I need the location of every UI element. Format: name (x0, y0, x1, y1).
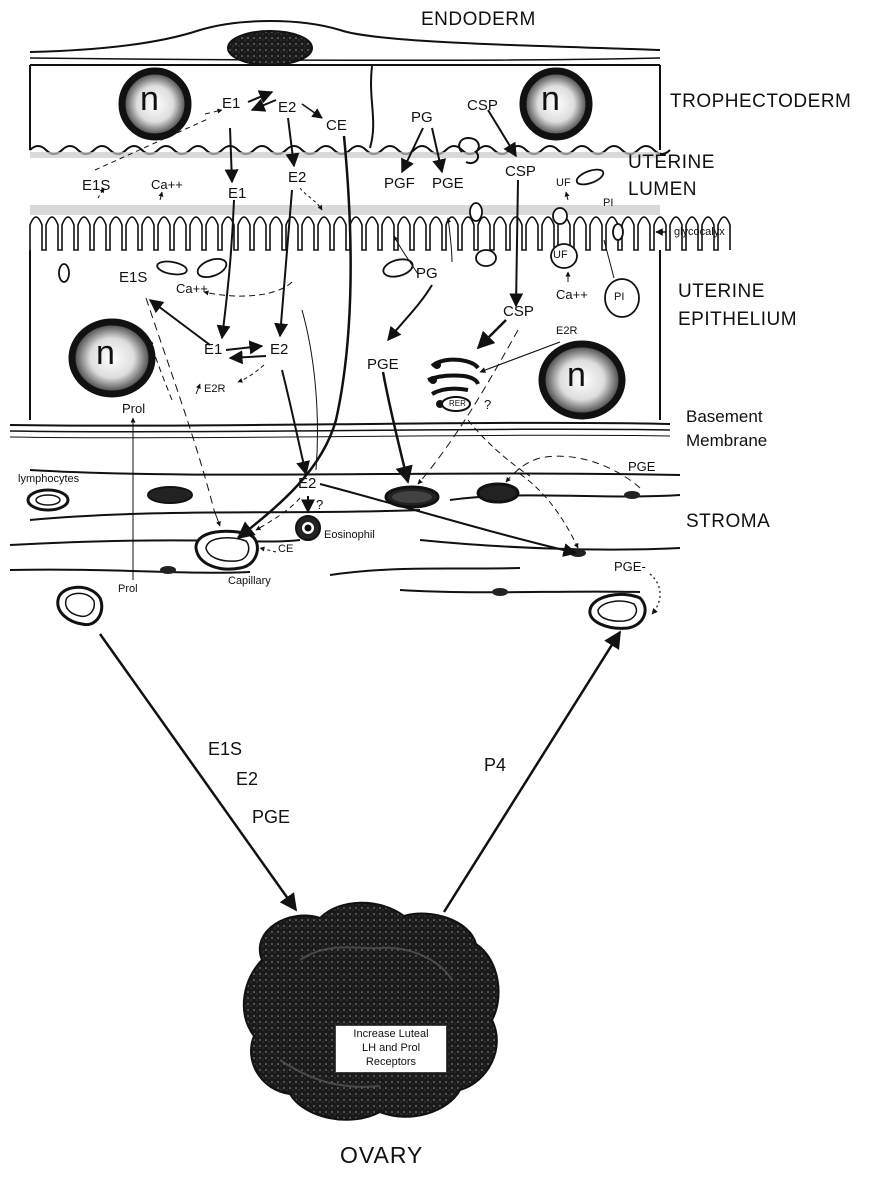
label-membrane: Membrane (686, 432, 767, 449)
label-uf: UF (556, 178, 571, 189)
label-pge: PGE (252, 808, 290, 826)
label-ca: Ca++ (556, 288, 588, 301)
label-rer: RER (449, 400, 466, 408)
label-pge: PGE (628, 460, 655, 473)
capillary-icon (58, 587, 102, 624)
label-e1s: E1S (82, 178, 110, 193)
label-e2r: E2R (204, 384, 225, 395)
label-ca: Ca++ (151, 178, 183, 191)
label-e2: E2 (236, 770, 258, 788)
stroma-fiber (400, 590, 640, 592)
label-pge: PGE (432, 176, 464, 191)
label-csp: CSP (503, 304, 534, 319)
capillary-icon (196, 531, 257, 569)
label-prol: Prol (122, 402, 145, 415)
label-lymphocytes: lymphocytes (18, 474, 79, 485)
label-capillary: Capillary (228, 576, 271, 587)
ovary-note-box: Increase Luteal LH and Prol Receptors (335, 1025, 447, 1073)
nucleus-label: n (96, 336, 115, 370)
label-e2: E2 (298, 476, 316, 491)
stroma-fiber (10, 570, 250, 573)
label-uterine-lumen-1: UTERINE (628, 153, 715, 172)
label-uterine-lumen-2: LUMEN (628, 180, 697, 199)
label-e2: E2 (278, 100, 296, 115)
label-basement: Basement (686, 408, 763, 425)
ovary-icon (244, 903, 499, 1120)
nucleus-label: n (140, 82, 159, 116)
label-e1: E1 (204, 342, 222, 357)
label-ce: CE (326, 118, 347, 133)
label-pgf: PGF (384, 176, 415, 191)
label-ce: CE (278, 544, 293, 555)
label-e2: E2 (270, 342, 288, 357)
label-uterine-epithelium-1: UTERINE (678, 282, 765, 301)
label-uf: UF (553, 250, 568, 261)
label-trophectoderm: TROPHECTODERM (670, 92, 851, 111)
label-pi: PI (603, 198, 613, 209)
label-p4: P4 (484, 756, 506, 774)
label-e1: E1 (228, 186, 246, 201)
label-pi: PI (614, 292, 624, 303)
stroma-fiber (330, 568, 520, 575)
label-e1s: E1S (208, 740, 242, 758)
label-question: ? (316, 498, 323, 511)
eosinophil-icon (296, 516, 320, 540)
label-eosinophil: Eosinophil (324, 530, 375, 541)
label-uterine-epithelium-2: EPITHELIUM (678, 310, 797, 329)
label-csp: CSP (505, 164, 536, 179)
endoderm-cell (30, 21, 660, 52)
label-pge: PGE (367, 357, 399, 372)
label-csp: CSP (467, 98, 498, 113)
nucleus-label: n (567, 358, 586, 392)
label-pg: PG (416, 266, 438, 281)
label-e2r: E2R (556, 326, 577, 337)
label-e2: E2 (288, 170, 306, 185)
label-stroma: STROMA (686, 512, 770, 531)
endoderm-nucleus (228, 31, 312, 65)
stroma-fiber (30, 470, 680, 475)
label-endoderm: ENDODERM (421, 10, 536, 29)
label-question: ? (484, 398, 491, 411)
label-e1s: E1S (119, 270, 147, 285)
stroma-fiber (30, 510, 420, 520)
ovary-note-line-2: LH and Prol (336, 1042, 446, 1056)
label-prol: Prol (118, 584, 138, 595)
label-ovary: OVARY (340, 1144, 423, 1167)
ovary-note-line-3: Receptors (336, 1056, 446, 1070)
ovary-note-line-1: Increase Luteal (336, 1028, 446, 1042)
epithelium-microvilli (30, 217, 730, 250)
stromal-cell-icon (478, 484, 518, 502)
label-e1: E1 (222, 96, 240, 111)
label-ca: Ca++ (176, 282, 208, 295)
capillary-icon (590, 594, 645, 628)
label-pg: PG (411, 110, 433, 125)
stroma-fiber (420, 540, 680, 550)
label-glycocalyx: glycocalyx (674, 227, 725, 238)
stromal-cell-icon (148, 487, 192, 503)
nucleus-label: n (541, 82, 560, 116)
label-pge-dash: PGE- (614, 560, 646, 573)
basement-membrane (10, 423, 670, 426)
